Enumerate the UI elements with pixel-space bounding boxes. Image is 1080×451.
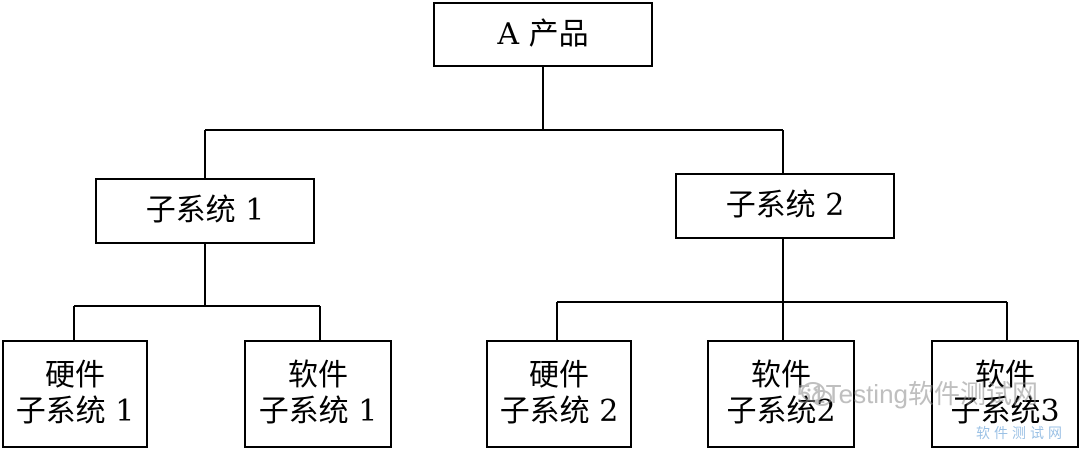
- software-subsystem-2-line1: 软件: [751, 358, 811, 393]
- hardware-subsystem-1-line1: 硬件: [45, 358, 105, 393]
- software-subsystem-3-box: 软件 子系统3: [931, 340, 1079, 448]
- subsystem-2-label: 子系统 2: [725, 188, 845, 223]
- root-node-box: A 产品: [433, 2, 653, 67]
- software-subsystem-3-line2: 子系统3: [950, 394, 1060, 429]
- software-subsystem-2-line2: 子系统2: [726, 394, 836, 429]
- hardware-subsystem-2-box: 硬件 子系统 2: [486, 340, 632, 448]
- hardware-subsystem-2-line2: 子系统 2: [499, 394, 619, 429]
- software-subsystem-2-box: 软件 子系统2: [707, 340, 855, 448]
- software-subsystem-1-line2: 子系统 1: [258, 394, 378, 429]
- software-subsystem-1-line1: 软件: [288, 358, 348, 393]
- subsystem-2-box: 子系统 2: [675, 173, 895, 239]
- subsystem-1-box: 子系统 1: [95, 178, 315, 244]
- hardware-subsystem-1-line2: 子系统 1: [15, 394, 135, 429]
- root-node-label: A 产品: [497, 16, 589, 52]
- software-subsystem-3-line1: 软件: [975, 358, 1035, 393]
- subsystem-1-label: 子系统 1: [145, 193, 265, 228]
- hardware-subsystem-1-box: 硬件 子系统 1: [2, 340, 148, 448]
- hardware-subsystem-2-line1: 硬件: [529, 358, 589, 393]
- software-subsystem-1-box: 软件 子系统 1: [244, 340, 392, 448]
